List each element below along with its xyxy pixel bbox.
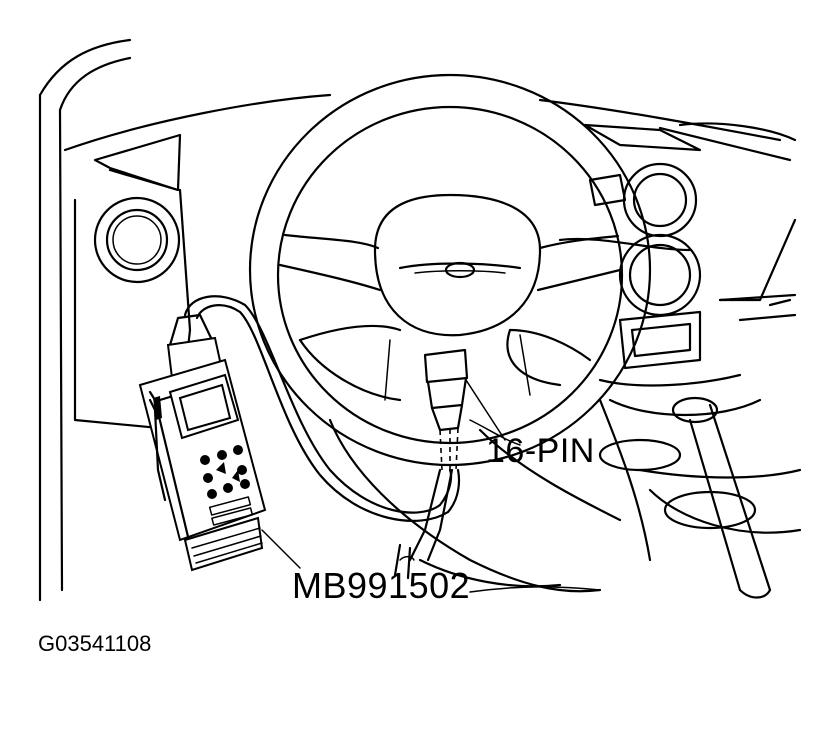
tool-label: MB991502 bbox=[292, 565, 471, 606]
scan-tool-mb991502 bbox=[138, 313, 267, 572]
tool-cable bbox=[183, 295, 461, 562]
dashboard-outline bbox=[63, 93, 797, 432]
a-pillar bbox=[38, 38, 132, 602]
gear-shift bbox=[671, 396, 772, 599]
connector-label: 16-PIN bbox=[486, 432, 595, 470]
16-pin-leader bbox=[465, 379, 521, 446]
figure-id-label: G03541108 bbox=[38, 631, 152, 656]
16-pin-connector bbox=[423, 348, 469, 471]
steering-column bbox=[328, 398, 652, 593]
left-air-vent bbox=[93, 196, 181, 284]
center-console bbox=[598, 310, 802, 534]
tool-leader bbox=[261, 529, 601, 593]
under-dash-harness bbox=[393, 543, 415, 580]
